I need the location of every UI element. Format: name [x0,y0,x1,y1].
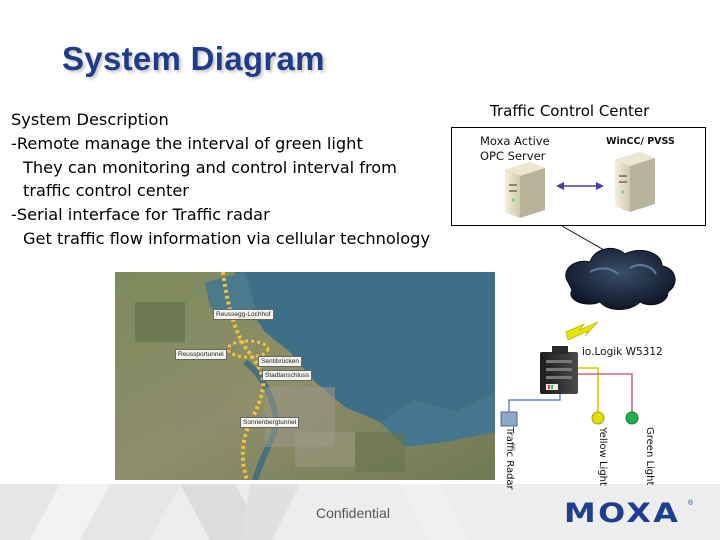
iologik-label: io.Logik W5312 [582,346,663,358]
wincc-label: WinCC/ PVSS [606,136,675,147]
map-label-reussport: Reussportunnel [175,349,227,360]
wincc-server-icon [615,152,655,212]
yellow-light-label: Yellow Light [597,427,608,486]
iologik-device-icon [540,346,578,394]
moxa-logo: MOXA [564,498,681,529]
description-line-4: -Serial interface for Traffic radar [11,205,270,225]
description-line-2: They can monitoring and control interval… [23,157,397,177]
description-line-3: traffic control center [23,181,189,201]
system-description: System Description -Remote manage the in… [11,108,451,251]
traffic-control-center-title: Traffic Control Center [490,102,650,120]
map-label-sonnenberg: Sonnenbergtunnel [240,417,300,428]
traffic-radar-icon [500,411,518,427]
bidirectional-arrow-icon [556,182,604,190]
opc-server-label-line-2: OPC Server [480,149,546,163]
opc-server-label: Moxa Active OPC Server [480,134,550,164]
opc-server-label-line-1: Moxa Active [480,134,550,148]
cellular-network-cloud-icon [565,247,676,310]
traffic-control-center-box [451,127,706,226]
footer-decoration [0,484,720,540]
description-heading: System Description [11,110,169,129]
description-line-1: -Remote manage the interval of green lig… [11,133,363,153]
green-light-icon [625,411,639,425]
map-label-sentibruecken: Sentibrücken [258,356,302,367]
opc-server-icon [505,162,545,218]
wireless-signal-icon [565,321,599,341]
page-title: System Diagram [62,40,325,77]
map-label-stadtanschluss: Stadtanschluss [262,370,313,381]
traffic-radar-label: Traffic Radar [504,427,515,490]
confidential-footer: Confidential [316,505,390,521]
registered-mark: ® [688,500,694,507]
map-label-reussegg: Reussegg-Lochhof [213,309,274,320]
route-map-image: Reussegg-Lochhof Reussportunnel Sentibrü… [115,272,495,480]
yellow-light-icon [591,411,605,425]
green-light-label: Green Light [644,427,655,486]
description-line-5: Get traffic flow information via cellula… [23,228,431,248]
